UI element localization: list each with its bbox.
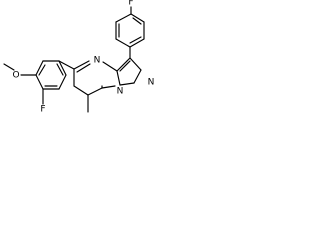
atom-label-nitrogen-pyrazole: N [148, 78, 155, 88]
atom-label-fluorine-top: F [128, 0, 133, 8]
atom-label-oxygen-methoxy: O [12, 71, 19, 81]
atom-label-nitrogen-bridge: N [117, 87, 124, 97]
atom-labels: F N N N O F [12, 0, 154, 115]
bond-lines [3, 6, 145, 113]
atom-label-fluorine-left: F [40, 105, 45, 115]
chemical-structure: F N N N O F [3, 0, 154, 115]
atom-label-nitrogen-pyrimidine: N [94, 56, 101, 66]
